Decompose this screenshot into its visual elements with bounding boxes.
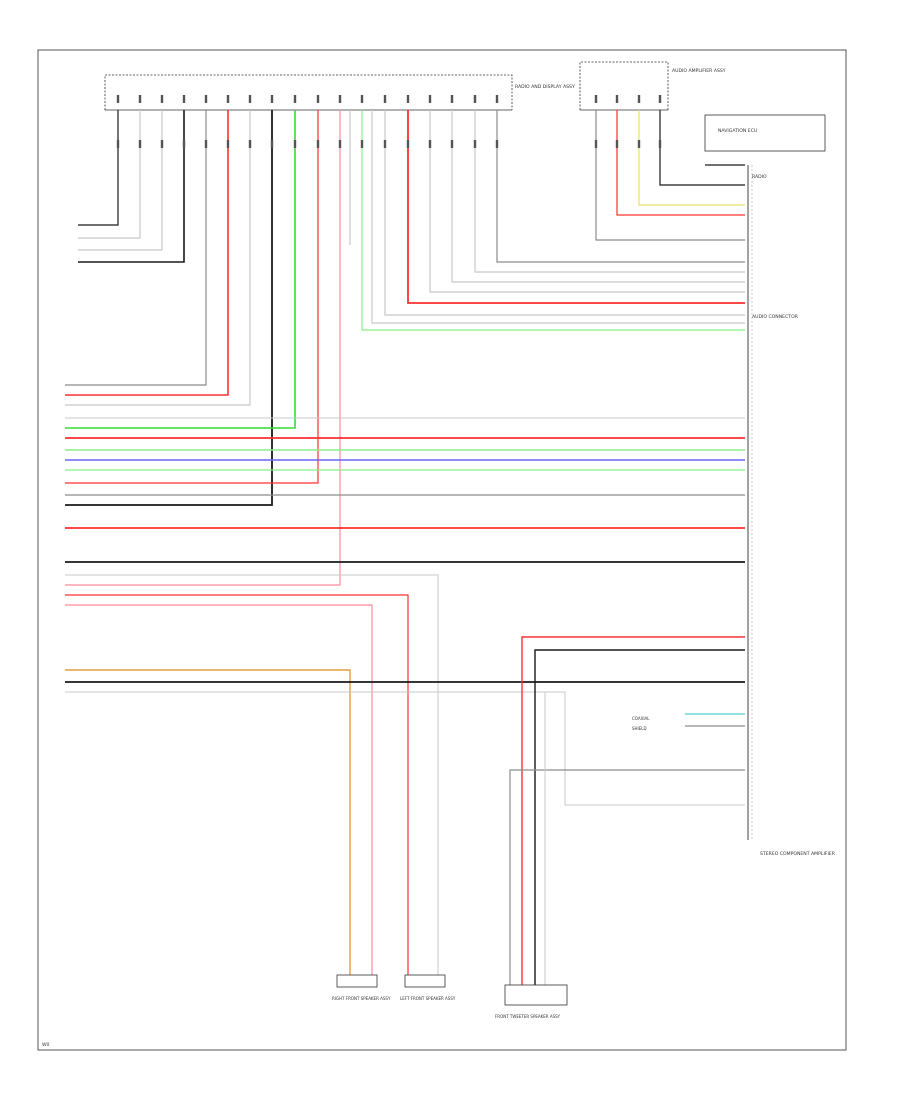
wire-t11 (65, 110, 341, 586)
top-pin-15 (428, 95, 432, 103)
top-left-connector: RADIO AND DISPLAY ASSY (104, 74, 575, 111)
wire-t5 (65, 110, 207, 386)
wire-r6 (384, 110, 745, 316)
top-pin-7 (248, 95, 252, 103)
top-pin-lower-2 (138, 140, 142, 148)
top-pin-lower-9 (293, 140, 297, 148)
wire-t8 (65, 110, 273, 506)
wire-r1 (496, 110, 745, 263)
wire-t9 (65, 110, 296, 429)
footer-code: W0 (42, 1042, 50, 1048)
top-pin-8 (270, 95, 274, 103)
wire-l1 (78, 110, 119, 226)
wire-group (65, 110, 745, 985)
top-right-connector: AUDIO AMPLIFIER ASSY (579, 61, 726, 111)
top-pin-17 (473, 95, 477, 103)
wire-ll2 (65, 604, 373, 975)
top-right-connector-label: AUDIO AMPLIFIER ASSY (672, 68, 726, 74)
top-pin-lower-13 (383, 140, 387, 148)
top-pin-lower-3 (160, 140, 164, 148)
top-pin-lower-14 (406, 140, 410, 148)
bottom-right-caption: STEREO COMPONENT AMPLIFIER (760, 851, 836, 857)
wire-t6 (65, 110, 229, 396)
wire-r5 (407, 110, 745, 304)
tr-pin-lower-3 (637, 140, 641, 148)
top-pin-lower-7 (248, 140, 252, 148)
right-block-label: AUDIO CONNECTOR (752, 314, 799, 320)
wire-tr4 (659, 110, 745, 186)
tr-pin-4 (658, 95, 662, 103)
wire-l3 (78, 110, 163, 251)
top-pin-lower-16 (450, 140, 454, 148)
wire-r4 (429, 110, 745, 293)
speaker-connector-left-front: LEFT FRONT SPEAKER ASSY (400, 974, 456, 1001)
wire-r3 (451, 110, 745, 283)
top-pin-lower-18 (495, 140, 499, 148)
top-pin-12 (360, 95, 364, 103)
top-pin-lower-11 (338, 140, 342, 148)
side-label-shield: SHIELD (632, 726, 647, 731)
speaker-connector-right-front: RIGHT FRONT SPEAKER ASSY (332, 974, 391, 1001)
wire-tw2 (534, 649, 745, 985)
top-pin-18 (495, 95, 499, 103)
top-pin-14 (406, 95, 410, 103)
wire-ll1 (65, 594, 409, 975)
tr-pin-lower-2 (615, 140, 619, 148)
top-pin-5 (204, 95, 208, 103)
navigation-ecu-label: NAVIGATION ECU (718, 128, 757, 134)
tr-pin-1 (594, 95, 598, 103)
speaker-2-label: LEFT FRONT SPEAKER ASSY (400, 996, 456, 1001)
top-pin-lower-12 (360, 140, 364, 148)
wire-ll4 (65, 669, 351, 975)
top-pin-lower-6 (226, 140, 230, 148)
pin-group (116, 95, 662, 148)
top-pin-1 (116, 95, 120, 103)
top-pin-6 (226, 95, 230, 103)
top-pin-11 (338, 95, 342, 103)
wire-l4 (78, 110, 185, 263)
wire-ll6 (65, 691, 745, 806)
top-left-connector-label: RADIO AND DISPLAY ASSY (515, 84, 575, 90)
speaker-3-label: FRONT TWEETER SPEAKER ASSY (495, 1014, 561, 1019)
top-pin-lower-15 (428, 140, 432, 148)
tr-pin-3 (637, 95, 641, 103)
wire-t10 (65, 110, 319, 484)
wire-t7 (65, 110, 251, 406)
speaker-connector-tweeter: FRONT TWEETER SPEAKER ASSY (495, 984, 568, 1019)
wire-tw1 (521, 636, 745, 985)
top-pin-9 (293, 95, 297, 103)
wire-tw3 (509, 769, 745, 985)
top-pin-lower-1 (116, 140, 120, 148)
wire-ll3 (65, 574, 439, 975)
top-pin-13 (383, 95, 387, 103)
diagram-border (37, 49, 847, 1051)
tr-pin-lower-4 (658, 140, 662, 148)
right-connector-block: RADIO AUDIO CONNECTOR STEREO COMPONENT A… (747, 165, 836, 857)
wire-r8 (361, 110, 745, 331)
wire-l2 (78, 110, 141, 239)
tr-pin-lower-1 (594, 140, 598, 148)
navigation-ecu-box: NAVIGATION ECU (704, 114, 826, 152)
wire-tr3 (638, 110, 745, 206)
wire-tr1 (595, 110, 745, 241)
top-pin-lower-5 (204, 140, 208, 148)
tr-pin-2 (615, 95, 619, 103)
right-block-title: RADIO (752, 174, 767, 180)
top-pin-4 (182, 95, 186, 103)
top-pin-lower-17 (473, 140, 477, 148)
speaker-1-label: RIGHT FRONT SPEAKER ASSY (332, 996, 391, 1001)
top-pin-2 (138, 95, 142, 103)
wire-r2 (474, 110, 745, 273)
top-pin-lower-4 (182, 140, 186, 148)
top-pin-3 (160, 95, 164, 103)
top-pin-lower-8 (270, 140, 274, 148)
wire-r7 (371, 110, 745, 324)
side-label-coaxial: COAXIAL (632, 716, 650, 721)
wire-tr2 (616, 110, 745, 216)
top-pin-10 (316, 95, 320, 103)
top-pin-lower-10 (316, 140, 320, 148)
top-pin-16 (450, 95, 454, 103)
